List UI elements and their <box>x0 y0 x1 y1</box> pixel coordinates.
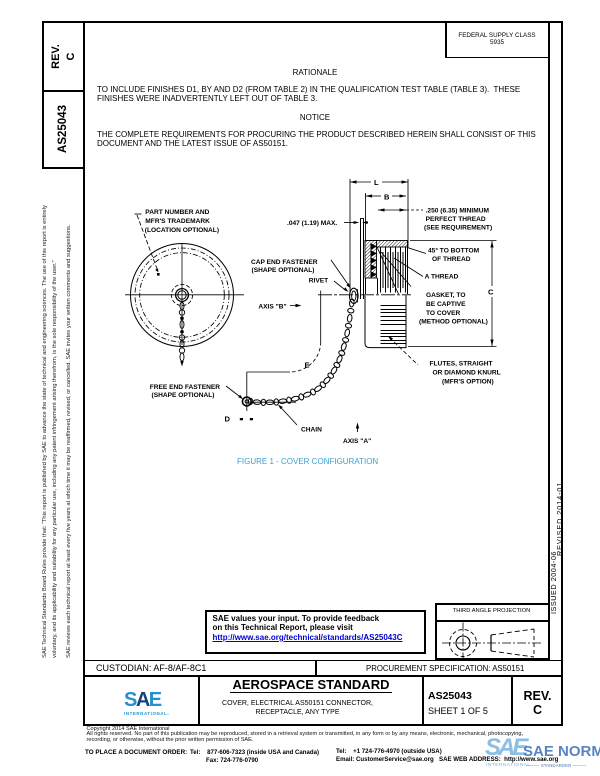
svg-text:AXIS "B": AXIS "B" <box>258 304 286 311</box>
svg-text:C: C <box>488 288 494 297</box>
svg-text:PART NUMBER AND: PART NUMBER AND <box>145 209 209 216</box>
svg-text:(MFR'S OPTION): (MFR'S OPTION) <box>442 379 494 386</box>
svg-text:E: E <box>305 361 310 370</box>
svg-text:CAP END FASTENER: CAP END FASTENER <box>251 259 318 266</box>
svg-text:MFR'S TRADEMARK: MFR'S TRADEMARK <box>145 218 210 225</box>
svg-text:OR DIAMOND KNURL: OR DIAMOND KNURL <box>433 370 501 377</box>
svg-text:BE CAPTIVE: BE CAPTIVE <box>426 301 466 308</box>
svg-text:B: B <box>384 193 390 202</box>
svg-text:PERFECT THREAD: PERFECT THREAD <box>426 216 486 223</box>
svg-text:(SEE REQUIREMENT): (SEE REQUIREMENT) <box>424 225 492 232</box>
svg-text:CHAIN: CHAIN <box>301 427 322 434</box>
svg-text:(METHOD OPTIONAL): (METHOD OPTIONAL) <box>419 319 488 326</box>
svg-text:(SHAPE OPTIONAL): (SHAPE OPTIONAL) <box>152 392 215 399</box>
svg-text:TO COVER: TO COVER <box>426 310 461 317</box>
svg-text:OF THREAD: OF THREAD <box>432 256 471 263</box>
svg-text:AXIS "A": AXIS "A" <box>343 438 371 445</box>
svg-text:45° TO BOTTOM: 45° TO BOTTOM <box>428 247 480 255</box>
svg-text:L: L <box>374 178 379 187</box>
svg-text:FREE END FASTENER: FREE END FASTENER <box>150 384 221 391</box>
svg-text:.047 (1.19) MAX.: .047 (1.19) MAX. <box>287 220 337 227</box>
svg-text:D: D <box>225 415 231 424</box>
svg-text:A THREAD: A THREAD <box>425 274 459 281</box>
svg-text:.250 (6.35) MINIMUM: .250 (6.35) MINIMUM <box>426 208 490 215</box>
svg-text:GASKET, TO: GASKET, TO <box>426 292 465 299</box>
svg-text:(LOCATION OPTIONAL): (LOCATION OPTIONAL) <box>145 227 219 234</box>
svg-text:RIVET: RIVET <box>309 278 328 285</box>
svg-text:(SHAPE OPTIONAL): (SHAPE OPTIONAL) <box>252 267 315 274</box>
svg-text:FLUTES, STRAIGHT: FLUTES, STRAIGHT <box>430 361 493 368</box>
